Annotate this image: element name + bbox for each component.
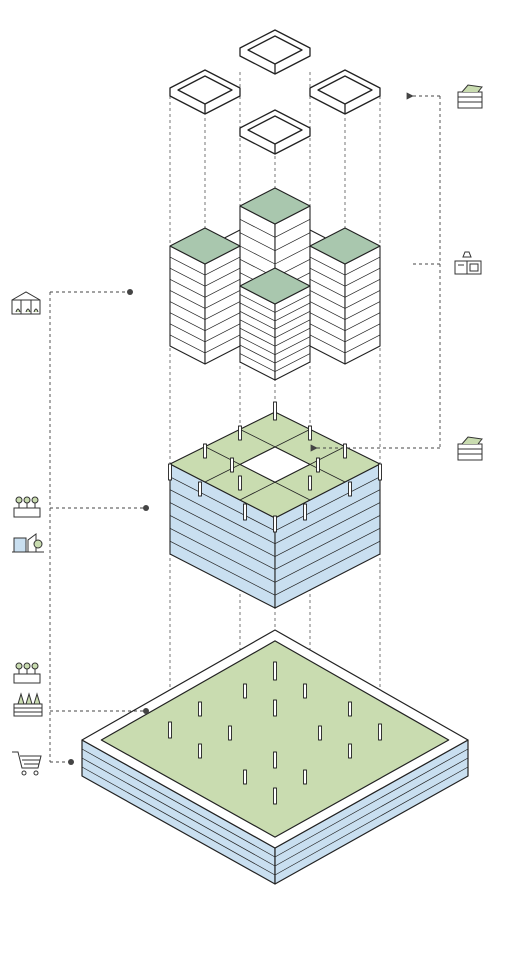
column [348, 481, 352, 497]
column [308, 425, 312, 441]
column [303, 683, 307, 699]
shopping-cart-icon [12, 751, 42, 776]
column [273, 787, 277, 805]
block-roof [309, 227, 381, 265]
column [303, 503, 307, 521]
tower-layer [169, 187, 381, 381]
column [378, 723, 382, 741]
block-roof [239, 187, 311, 225]
base-roof-garden [100, 640, 450, 838]
column [303, 769, 307, 785]
column [316, 457, 320, 473]
column [343, 443, 347, 459]
column [273, 401, 277, 421]
column [348, 701, 352, 717]
column [198, 701, 202, 717]
base-layer [81, 629, 469, 885]
tower-block-front [239, 267, 311, 381]
column [318, 725, 322, 741]
plants-icon [13, 496, 41, 518]
column [378, 463, 382, 481]
roofs-layer [169, 29, 381, 155]
roof-left [169, 69, 241, 115]
right-leaders [310, 92, 441, 452]
column [243, 683, 247, 699]
column [243, 503, 247, 521]
column [273, 515, 277, 533]
block-left-face [169, 245, 206, 365]
column [273, 751, 277, 769]
block-right-face [344, 245, 381, 365]
solar-panel-icon [457, 84, 483, 109]
tower-block-right [309, 227, 381, 365]
column [238, 425, 242, 441]
podium-layer [168, 401, 382, 609]
market-stall-icon [12, 533, 44, 553]
column [230, 457, 234, 473]
kitchen-icon [454, 251, 482, 275]
column [273, 699, 277, 717]
icons [11, 84, 483, 776]
column [228, 725, 232, 741]
roof-front [239, 109, 311, 155]
left-leader-dots [68, 289, 149, 765]
block-left-face [309, 245, 346, 365]
column [243, 769, 247, 785]
column [308, 475, 312, 491]
column [168, 721, 172, 739]
block-roof [169, 227, 241, 265]
crate-icon [13, 692, 43, 717]
column [198, 743, 202, 759]
block-roof [239, 267, 311, 305]
column [198, 481, 202, 497]
column [168, 463, 172, 481]
roof-top [239, 29, 311, 75]
greenhouse-icon [11, 291, 41, 315]
column [238, 475, 242, 491]
roof-right [309, 69, 381, 115]
solar-panel-icon [457, 436, 483, 461]
tower-block-left [169, 227, 241, 365]
column [203, 443, 207, 459]
seedling-icon [13, 662, 41, 684]
left-leaders [49, 291, 144, 763]
block-right-face [204, 245, 241, 365]
column [273, 661, 277, 681]
column [348, 743, 352, 759]
